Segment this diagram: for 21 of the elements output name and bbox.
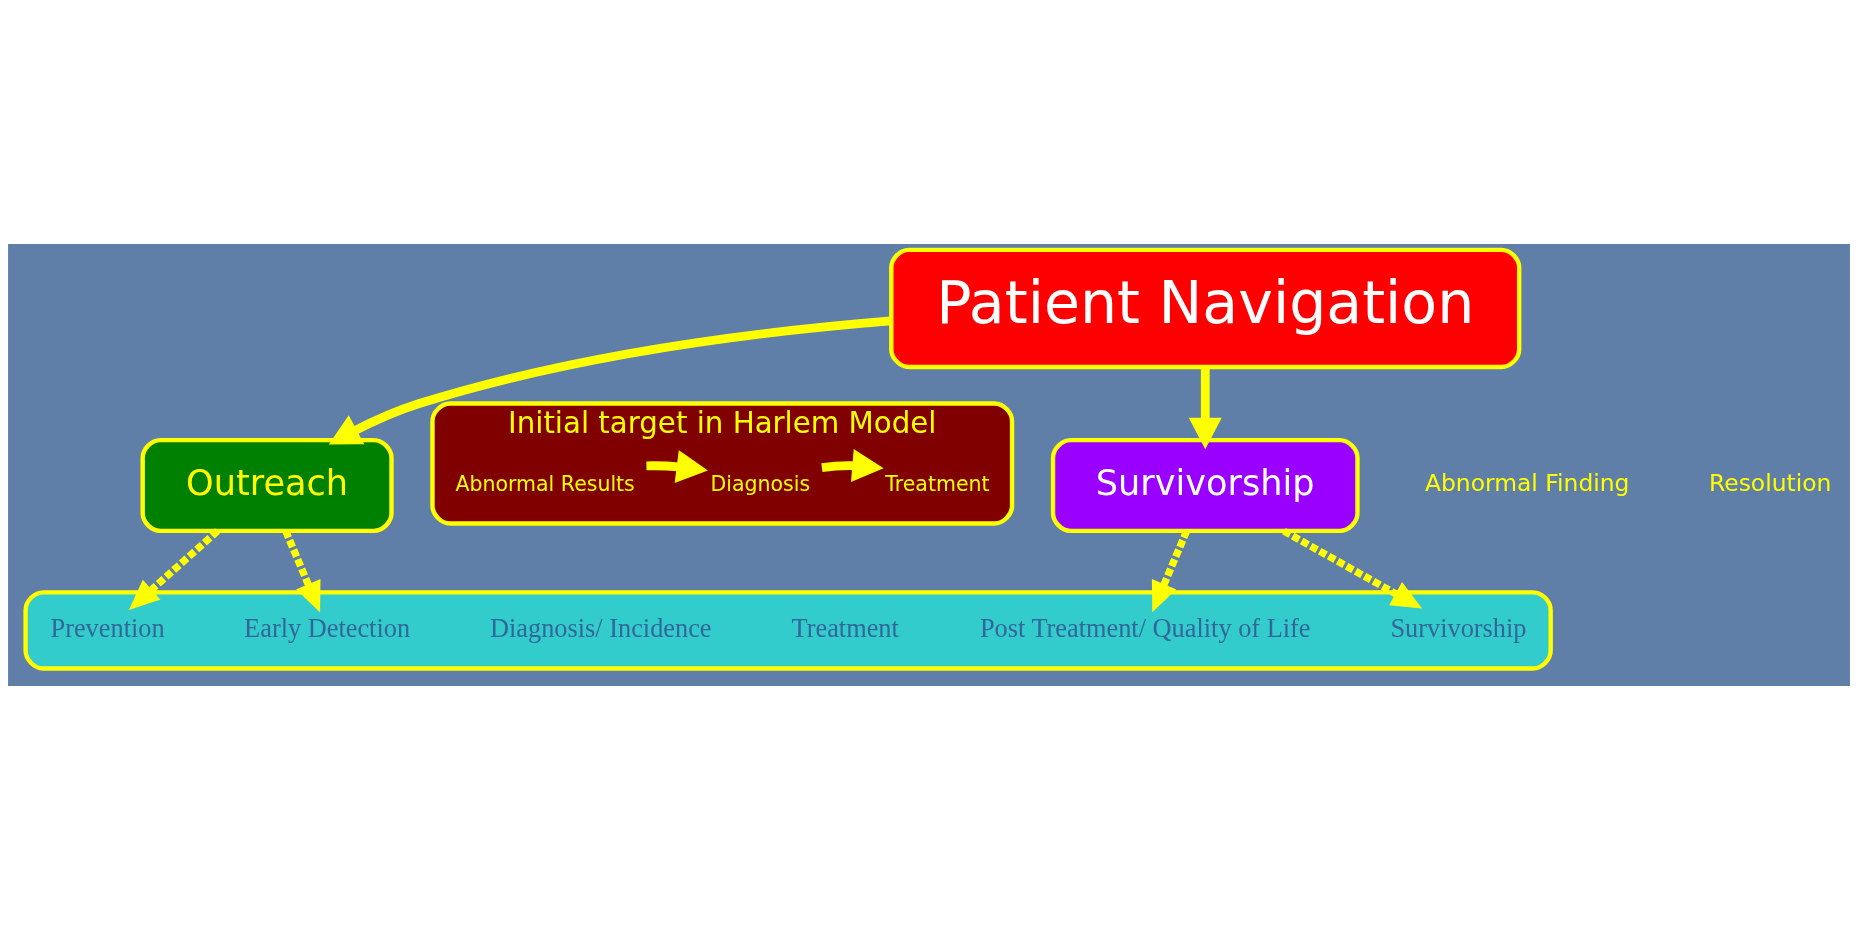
node-box: Outreach xyxy=(140,437,394,534)
label: Abnormal Finding xyxy=(1424,469,1630,498)
node-text: Diagnosis xyxy=(710,471,811,496)
arrow xyxy=(128,528,220,610)
label: Resolution xyxy=(1709,469,1832,498)
node-text: Prevention xyxy=(50,613,165,643)
arrow xyxy=(821,449,884,482)
arrow xyxy=(1188,367,1222,450)
node-text: Survivorship xyxy=(1390,613,1527,643)
node-box: Survivorship xyxy=(1050,437,1360,534)
node-text: Treatment xyxy=(791,613,899,643)
node-text: Diagnosis/ Incidence xyxy=(490,613,712,643)
cluster xyxy=(23,590,1553,671)
node-text: Early Detection xyxy=(244,613,411,643)
node-text: Treatment xyxy=(885,471,990,496)
node-text: Post Treatment/ Quality of Life xyxy=(979,613,1311,643)
node-text: Abnormal Results xyxy=(455,471,635,496)
arrow xyxy=(328,316,892,445)
node-box: Patient Navigation xyxy=(889,247,1522,370)
arrow xyxy=(646,450,708,483)
arrow xyxy=(1282,527,1423,609)
